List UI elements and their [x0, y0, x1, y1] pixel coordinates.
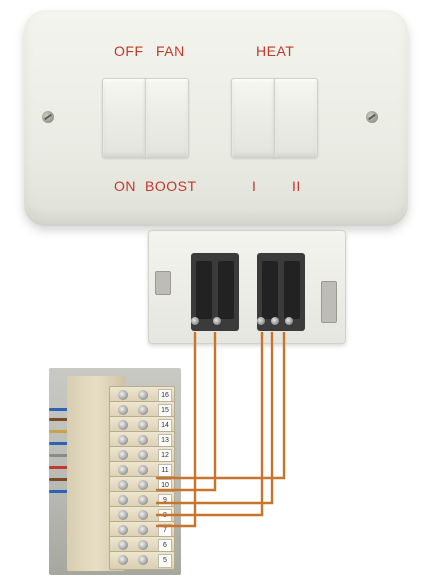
mounting-bracket-left	[155, 271, 171, 295]
plate-screw-left-icon	[42, 111, 54, 123]
terminal-screw-icon	[118, 510, 128, 520]
terminal-screw-icon	[138, 420, 148, 430]
heat-rocker-1[interactable]	[231, 78, 275, 158]
terminal-screw-icon	[118, 435, 128, 445]
terminal-screw-icon	[138, 435, 148, 445]
terminal-screw-icon	[118, 480, 128, 490]
fan-rocker-boost[interactable]	[145, 78, 189, 158]
terminal-screw-icon	[118, 420, 128, 430]
heat-switch-mechanism	[257, 253, 305, 331]
label-boost: BOOST	[145, 178, 197, 194]
terminal-screw-icon	[138, 405, 148, 415]
label-heat: HEAT	[256, 43, 295, 59]
switch-front-plate: OFF FAN HEAT ON BOOST I II	[24, 10, 408, 224]
heat-rocker-2[interactable]	[274, 78, 318, 158]
label-heat-level-2: II	[292, 178, 301, 194]
terminal-screw-icon	[118, 525, 128, 535]
plate-screw-right-icon	[366, 111, 378, 123]
switch-back-plate	[148, 230, 346, 344]
label-on: ON	[114, 178, 136, 194]
terminal-screw-icon	[118, 495, 128, 505]
terminal-screw-icon	[138, 495, 148, 505]
terminal-screw-icon	[213, 317, 221, 325]
terminal-screw-icon	[118, 465, 128, 475]
terminal-screw-icon	[257, 317, 265, 325]
terminal-screw-icon	[271, 317, 279, 325]
terminal-number-tag: 5	[158, 554, 172, 568]
label-off: OFF	[114, 43, 144, 59]
terminal-screw-icon	[138, 480, 148, 490]
terminal-screw-icon	[191, 317, 199, 325]
terminal-screw-icon	[138, 510, 148, 520]
terminal-screw-icon	[118, 555, 128, 565]
terminal-screw-icon	[118, 390, 128, 400]
fan-rocker-on-off[interactable]	[102, 78, 146, 158]
terminal-screw-icon	[138, 450, 148, 460]
label-fan: FAN	[156, 43, 185, 59]
terminal-screw-icon	[285, 317, 293, 325]
terminal-screw-icon	[138, 390, 148, 400]
terminal-screw-icon	[138, 465, 148, 475]
terminal-screw-icon	[118, 540, 128, 550]
terminal-screw-icon	[138, 555, 148, 565]
terminal-screw-icon	[118, 450, 128, 460]
mounting-bracket-right	[321, 281, 337, 323]
terminal-screw-icon	[138, 540, 148, 550]
terminal-block-row: 5	[109, 551, 175, 570]
label-heat-level-1: I	[252, 178, 257, 194]
terminal-screw-icon	[138, 525, 148, 535]
terminal-screw-icon	[118, 405, 128, 415]
